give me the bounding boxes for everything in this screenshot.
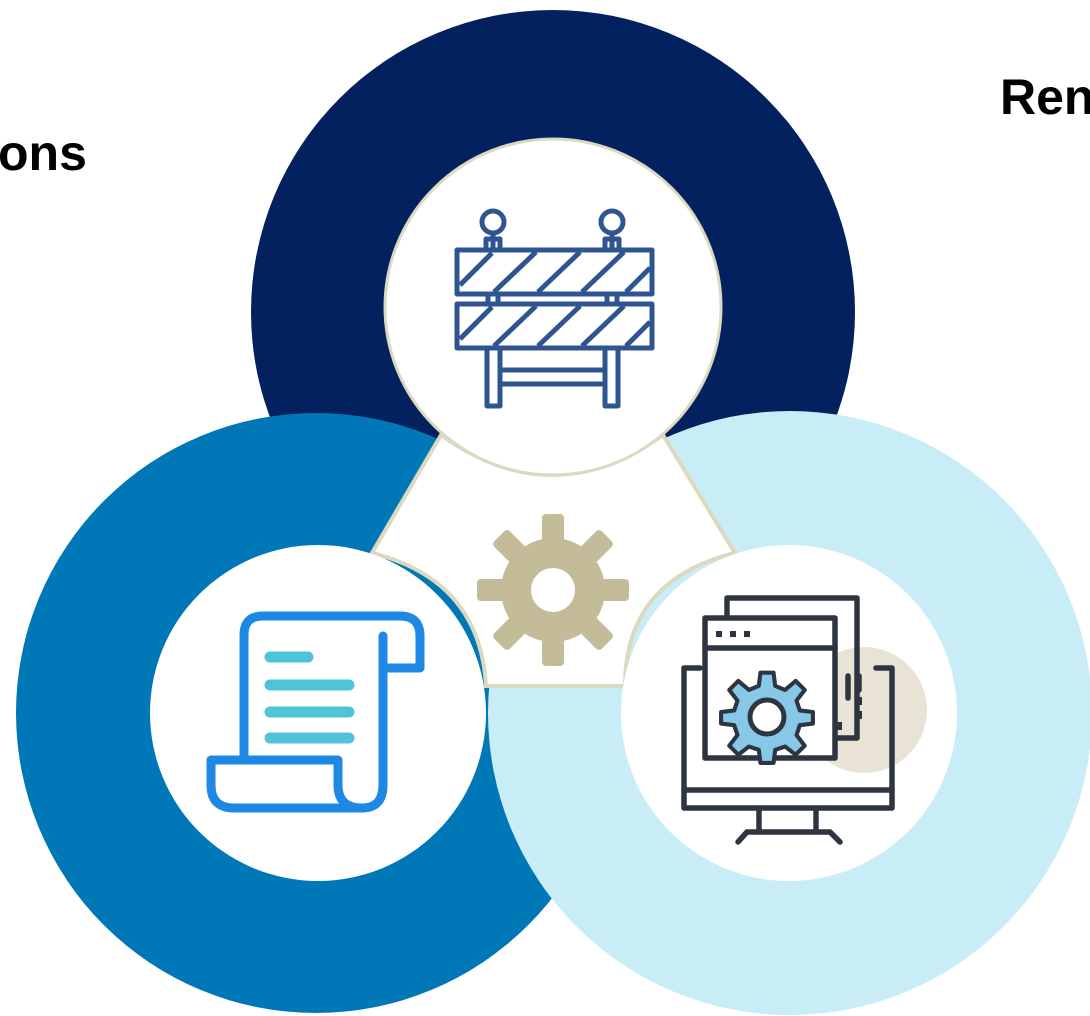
gear-icon — [477, 514, 629, 666]
top-inner-circle — [383, 137, 723, 477]
monitor-settings-icon — [681, 595, 927, 845]
right-heading-label: Ren — [1000, 69, 1090, 125]
document-scroll-icon — [206, 611, 425, 813]
road-barricade-icon — [454, 208, 655, 409]
left-heading-label: ons — [0, 125, 87, 181]
